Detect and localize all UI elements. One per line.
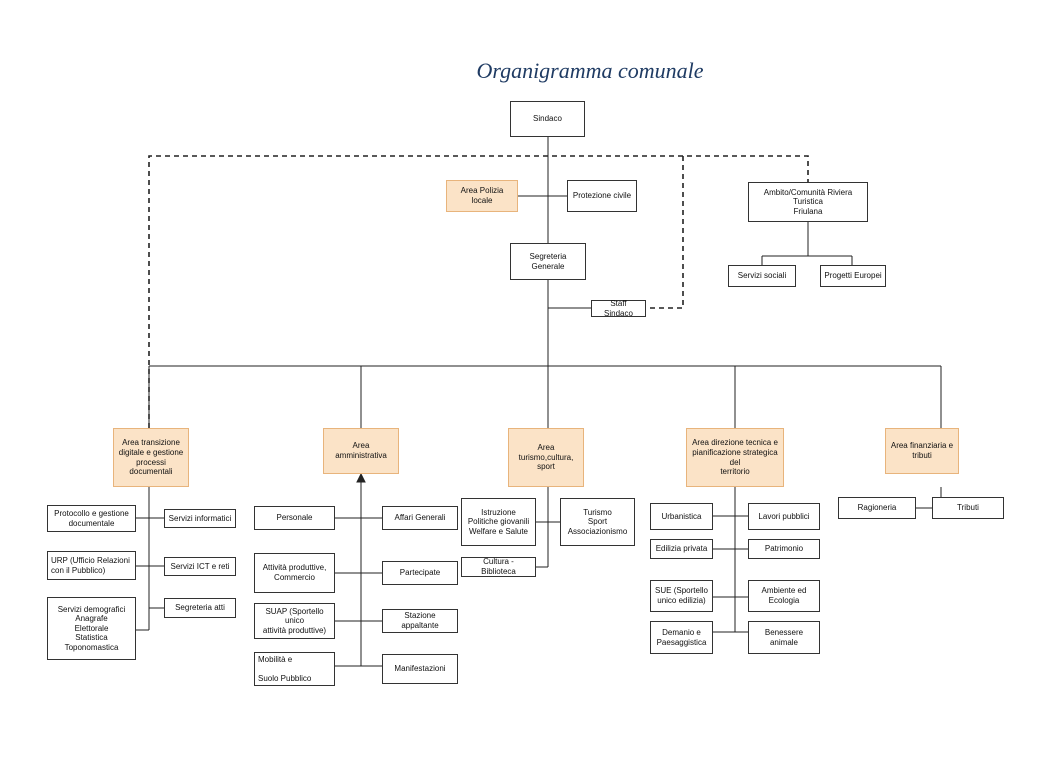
node-label: Attività produttive, Commercio: [262, 563, 327, 582]
node-segreteria-atti: Segreteria atti: [164, 598, 236, 618]
node-area-turismo: Area turismo,cultura, sport: [508, 428, 584, 487]
node-label: Staff Sindaco: [604, 298, 633, 318]
node-label: URP (Ufficio Relazioni con il Pubblico): [51, 555, 130, 575]
node-label: Patrimonio: [764, 544, 804, 554]
node-stazione-appaltante: Stazione appaltante: [382, 609, 458, 633]
node-label: Segreteria atti: [175, 603, 225, 613]
node-label: Area amministrativa: [335, 441, 387, 460]
node-label: Area Polizia locale: [460, 186, 504, 205]
node-benessere-animale: Benessere animale: [748, 621, 820, 654]
node-label: Benessere animale: [764, 627, 804, 647]
node-label: Cultura - Biblioteca: [481, 557, 516, 576]
node-label: Istruzione Politiche giovanili Welfare e…: [467, 507, 530, 536]
node-servizi-informatici: Servizi informatici: [164, 509, 236, 528]
node-label: Ambito/Comunità Riviera Turistica Friula…: [763, 187, 853, 216]
node-lavori-pubblici: Lavori pubblici: [748, 503, 820, 530]
node-area-transizione: Area transizione digitale e gestione pro…: [113, 428, 189, 487]
node-patrimonio: Patrimonio: [748, 539, 820, 559]
node-label: Area finanziaria e tributi: [890, 441, 954, 460]
node-label: Tributi: [957, 503, 979, 513]
node-label: Ragioneria: [857, 503, 897, 513]
node-protocollo: Protocollo e gestione documentale: [47, 505, 136, 532]
node-label: Servizi informatici: [168, 513, 232, 523]
node-area-polizia-locale: Area Polizia locale: [446, 180, 518, 212]
node-label: Urbanistica: [661, 511, 702, 521]
node-label: Turismo Sport Associazionismo: [567, 507, 628, 536]
node-cultura-biblioteca: Cultura - Biblioteca: [461, 557, 536, 577]
node-progetti-europei: Progetti Europei: [820, 265, 886, 287]
node-protezione-civile: Protezione civile: [567, 180, 637, 212]
node-label: Mobilità e Suolo Pubblico: [258, 654, 312, 683]
node-label: Segreteria Generale: [529, 251, 567, 271]
node-label: Protezione civile: [572, 191, 632, 201]
node-label: Servizi ICT e reti: [170, 561, 230, 571]
node-istruzione: Istruzione Politiche giovanili Welfare e…: [461, 498, 536, 546]
node-label: Personale: [276, 513, 313, 523]
node-label: Progetti Europei: [824, 271, 882, 281]
node-servizi-demografici: Servizi demografici Anagrafe Elettorale …: [47, 597, 136, 660]
node-label: Partecipate: [399, 568, 441, 578]
node-label: Protocollo e gestione documentale: [54, 508, 129, 528]
node-tributi: Tributi: [932, 497, 1004, 519]
node-servizi-sociali: Servizi sociali: [728, 265, 796, 287]
node-label: Ambiente ed Ecologia: [761, 586, 807, 605]
page-title: Organigramma comunale: [476, 58, 704, 83]
node-affari-generali: Affari Generali: [382, 506, 458, 530]
node-label: Area direzione tecnica e pianificazione …: [692, 438, 778, 477]
node-turismo: Turismo Sport Associazionismo: [560, 498, 635, 546]
node-label: Lavori pubblici: [758, 511, 810, 521]
node-demanio: Demanio e Paesaggistica: [650, 621, 713, 654]
node-ambito: Ambito/Comunità Riviera Turistica Friula…: [748, 182, 868, 222]
node-segreteria-generale: Segreteria Generale: [510, 243, 586, 280]
node-personale: Personale: [254, 506, 335, 530]
node-label: Edilizia privata: [655, 544, 708, 554]
node-urbanistica: Urbanistica: [650, 503, 713, 530]
node-area-amministrativa: Area amministrativa: [323, 428, 399, 474]
node-label: Area turismo,cultura, sport: [518, 443, 574, 472]
node-label: Manifestazioni: [394, 664, 446, 674]
node-label: Sindaco: [533, 114, 562, 124]
node-sue: SUE (Sportello unico edilizia): [650, 580, 713, 612]
node-attivita-produttive: Attività produttive, Commercio: [254, 553, 335, 593]
node-label: SUAP (Sportello unico attività produttiv…: [262, 606, 327, 635]
node-urp: URP (Ufficio Relazioni con il Pubblico): [47, 551, 136, 580]
node-label: Affari Generali: [394, 513, 446, 523]
node-label: Demanio e Paesaggistica: [656, 627, 707, 647]
node-label: Servizi sociali: [737, 271, 787, 281]
node-area-finanziaria: Area finanziaria e tributi: [885, 428, 959, 474]
node-ragioneria: Ragioneria: [838, 497, 916, 519]
node-label: Servizi demografici Anagrafe Elettorale …: [57, 604, 126, 652]
node-partecipate: Partecipate: [382, 561, 458, 585]
node-area-tecnica: Area direzione tecnica e pianificazione …: [686, 428, 784, 487]
node-sindaco: Sindaco: [510, 101, 585, 137]
node-ambiente-ecologia: Ambiente ed Ecologia: [748, 580, 820, 612]
node-edilizia-privata: Edilizia privata: [650, 539, 713, 559]
node-label: Stazione appaltante: [401, 611, 439, 630]
node-servizi-ict: Servizi ICT e reti: [164, 557, 236, 576]
node-manifestazioni: Manifestazioni: [382, 654, 458, 684]
node-label: Area transizione digitale e gestione pro…: [118, 438, 184, 477]
node-mobilita: Mobilità e Suolo Pubblico: [254, 652, 335, 686]
node-staff-sindaco: Staff Sindaco: [591, 298, 646, 318]
node-label: SUE (Sportello unico edilizia): [655, 586, 708, 605]
node-suap: SUAP (Sportello unico attività produttiv…: [254, 603, 335, 639]
